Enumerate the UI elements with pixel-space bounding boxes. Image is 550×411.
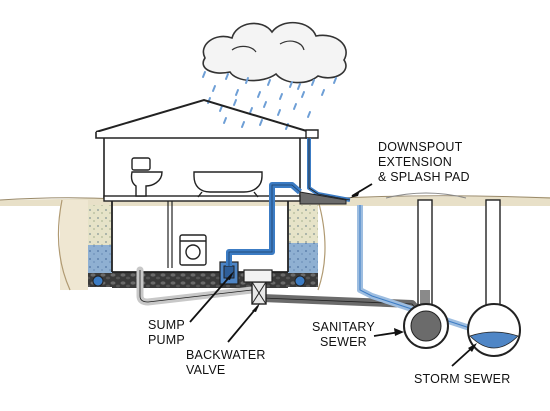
rain-drop (225, 73, 229, 80)
main-floor (103, 195, 301, 202)
label-sanitary-line2: SEWER (320, 335, 367, 349)
rain-drop (333, 77, 337, 84)
house-roof (95, 98, 311, 198)
rain-drop (219, 105, 223, 112)
rain-drop (249, 107, 253, 114)
rain-drop (297, 83, 301, 90)
sanitary-manhole (385, 192, 467, 311)
label-storm-line: STORM SEWER (414, 372, 511, 386)
label-backwater-line2: VALVE (186, 363, 226, 377)
rain-drop (321, 89, 325, 96)
rain-drop (289, 81, 293, 88)
rain-drop (307, 111, 311, 118)
label-downspout: DOWNSPOUT EXTENSION & SPLASH PAD (378, 140, 470, 185)
arrow-valve (227, 305, 259, 343)
label-sanitary-sewer: SANITARY SEWER (312, 320, 375, 350)
label-downspout-line2: EXTENSION (378, 155, 453, 169)
rain-drop (235, 89, 239, 96)
weeping-tile-left (92, 275, 104, 287)
rain-drop (311, 79, 315, 86)
label-backwater-valve: BACKWATER VALVE (186, 348, 266, 378)
label-storm-sewer: STORM SEWER (414, 372, 510, 387)
label-downspout-line1: DOWNSPOUT (378, 140, 463, 154)
washing-machine-icon (179, 234, 207, 266)
rain-drop (233, 99, 237, 106)
downspout (307, 138, 351, 202)
rain-drop (202, 71, 206, 78)
label-downspout-line3: & SPLASH PAD (378, 170, 470, 184)
rain-drop (257, 91, 261, 98)
rain-drop (245, 77, 249, 84)
rain-drop (293, 103, 297, 110)
rain-drop (223, 117, 227, 124)
rain-drop (277, 109, 281, 116)
arrow-sump (189, 273, 233, 323)
label-sanitary-line1: SANITARY (312, 320, 375, 334)
label-sump-pump: SUMP PUMP (148, 318, 185, 348)
rain-drop (241, 121, 245, 128)
rain-drop (212, 85, 216, 92)
weeping-tile-right (294, 275, 306, 287)
rain-drop (259, 119, 263, 126)
toilet-icon (130, 157, 163, 197)
gravel-backfill-right (288, 205, 318, 243)
label-sump-line2: PUMP (148, 333, 185, 347)
storm-manhole (485, 199, 501, 313)
bathtub-icon (193, 171, 263, 198)
label-sump-line1: SUMP (148, 318, 185, 332)
rain-drop (263, 101, 267, 108)
rain-drop (279, 93, 283, 100)
label-backwater-line1: BACKWATER (186, 348, 266, 362)
gravel-backfill-left (88, 205, 112, 245)
rain-drop (301, 91, 305, 98)
rain-drop (267, 79, 271, 86)
gutter (305, 129, 319, 139)
soil-left (60, 200, 88, 290)
cloud-icon (202, 21, 347, 84)
